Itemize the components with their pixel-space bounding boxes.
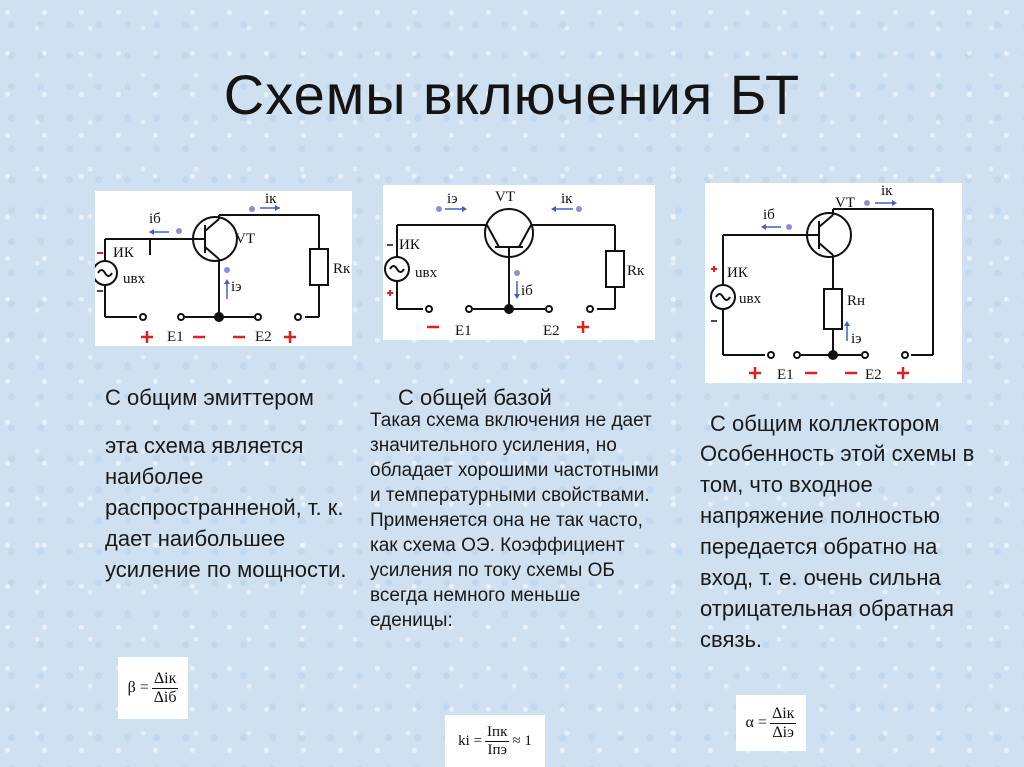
uin-label: uвх: [123, 271, 146, 287]
common-collector-circuit: VT ИК uвх iб iк iэ Rн E1 E2: [705, 183, 962, 383]
ie-label: iэ: [851, 331, 862, 347]
rk-label: Rк: [627, 263, 645, 279]
e1-label: E1: [167, 329, 184, 345]
ib-label: iб: [149, 211, 161, 227]
uin-label: uвх: [739, 291, 762, 307]
e2-label: E2: [865, 367, 882, 383]
formula-numerator: Iпк: [485, 723, 510, 742]
e1-label: E1: [777, 367, 794, 383]
ik-label: ИК: [399, 237, 421, 253]
common-base-circuit: VT ИК uвх iэ iк iб Rк E1 E2: [383, 185, 655, 340]
ik-label: ИК: [113, 245, 135, 261]
ik-current-label: iк: [561, 191, 573, 207]
vt-label: VT: [835, 195, 855, 211]
ib-label: iб: [763, 207, 775, 223]
common-emitter-circuit: VT ИК uвх iб iк iэ Rк E1 E2: [95, 191, 352, 346]
rn-label: Rн: [847, 293, 865, 309]
common-collector-heading: С общим коллектором: [710, 411, 940, 436]
formula-rhs: ≈ 1: [512, 732, 532, 749]
slide-title: Схемы включения БТ: [223, 63, 801, 126]
formula-lhs: β =: [127, 679, 149, 696]
formula-denominator: Iпэ: [487, 741, 507, 758]
ik-label: ИК: [727, 265, 749, 281]
common-emitter-description: эта схема является наиболее распространн…: [105, 433, 347, 582]
ie-label: iэ: [447, 191, 458, 207]
e2-label: E2: [543, 323, 560, 339]
common-emitter-heading: С общим эмиттером: [105, 385, 314, 410]
uin-label: uвх: [415, 265, 438, 281]
ik-current-label: iк: [265, 191, 277, 207]
common-base-heading: С общей базой: [398, 385, 552, 410]
common-base-description: Такая схема включения не дает значительн…: [370, 410, 659, 631]
ik-current-label: iк: [881, 183, 893, 199]
ie-label: iэ: [231, 279, 242, 295]
common-collector-description: Особенность этой схемы в том, что входно…: [700, 441, 975, 652]
formula-denominator: Δiэ: [772, 723, 794, 741]
formula-lhs: ki =: [458, 732, 483, 749]
ib-label: iб: [521, 283, 533, 299]
formula-denominator: Δiб: [153, 688, 177, 706]
formula-numerator: Δiк: [769, 704, 797, 724]
vt-label: VT: [235, 231, 255, 247]
e1-label: E1: [455, 323, 472, 339]
rk-label: Rк: [333, 261, 351, 277]
e2-label: E2: [255, 329, 272, 345]
formula-numerator: Δiк: [151, 669, 179, 689]
formula-lhs: α =: [745, 714, 767, 731]
vt-label: VT: [495, 189, 515, 205]
